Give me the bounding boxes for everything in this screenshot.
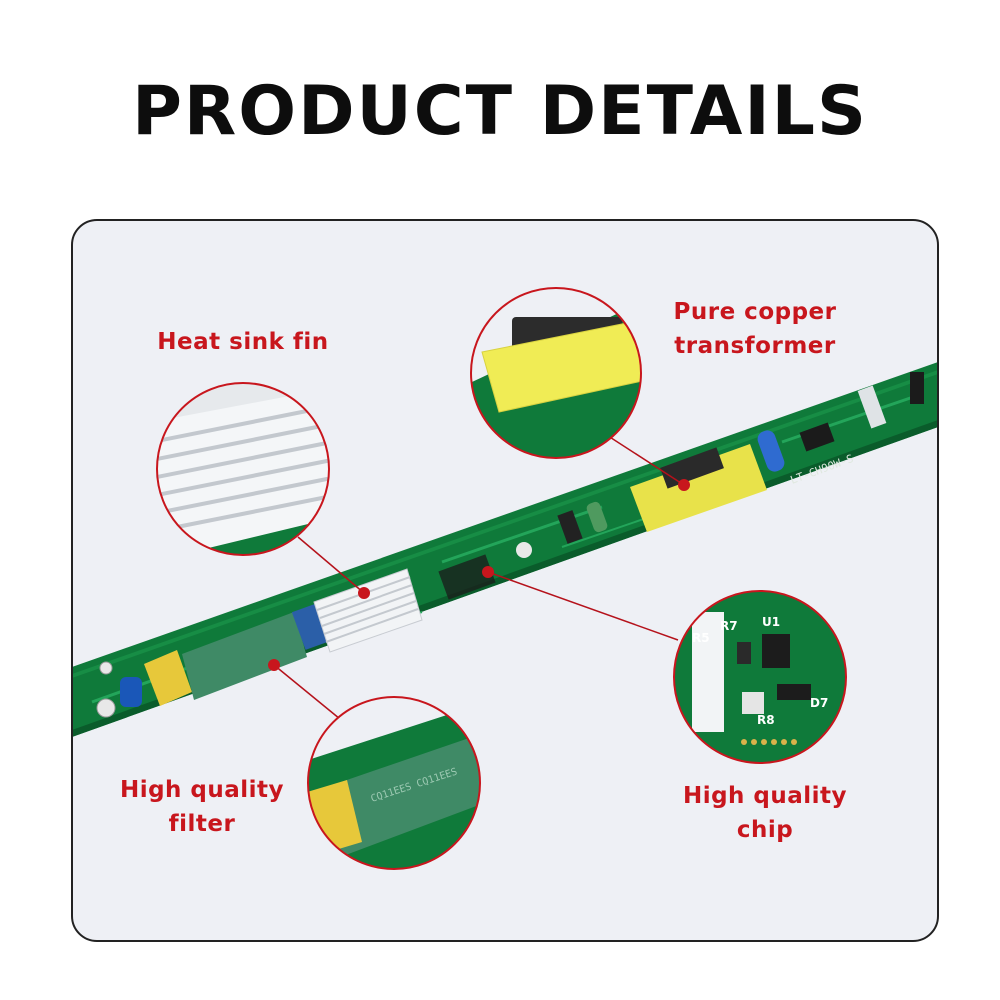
page-title: PRODUCT DETAILS bbox=[132, 72, 868, 151]
transformer-label-line2: transformer bbox=[674, 333, 836, 359]
transformer-label: Pure copper transformer bbox=[645, 295, 865, 363]
chip-r5-text: R5 bbox=[692, 631, 710, 645]
heat-sink-label-text: Heat sink fin bbox=[157, 329, 329, 355]
filter-label-line1: High quality bbox=[119, 777, 285, 803]
zoom-circle-chip: R5 R7 U1 R8 D7 bbox=[673, 590, 847, 764]
filter-label: High quality filter bbox=[107, 773, 297, 841]
transformer-label-line1: Pure copper bbox=[673, 299, 837, 325]
callout-dots bbox=[268, 479, 690, 671]
callout-lines bbox=[273, 431, 685, 720]
filter-label-line2: filter bbox=[168, 811, 236, 837]
zoom-circle-transformer bbox=[470, 287, 642, 459]
zoom-circle-filter: CQ11EES CQ11EES bbox=[307, 696, 481, 870]
chip-label-line2: chip bbox=[736, 817, 794, 843]
chip-r7-text: R7 bbox=[720, 619, 738, 633]
circuit-board-image: LT-CH90W-S bbox=[73, 287, 937, 870]
chip-label-line1: High quality bbox=[682, 783, 848, 809]
chip-u1-text: U1 bbox=[762, 615, 780, 629]
product-image-panel: LT-CH90W-S bbox=[71, 219, 939, 942]
chip-r8-text: R8 bbox=[757, 713, 775, 727]
chip-d7-text: D7 bbox=[810, 696, 828, 710]
chip-label: High quality chip bbox=[670, 779, 860, 847]
heat-sink-label: Heat sink fin bbox=[133, 325, 353, 359]
zoom-circle-heat-sink bbox=[156, 382, 330, 556]
